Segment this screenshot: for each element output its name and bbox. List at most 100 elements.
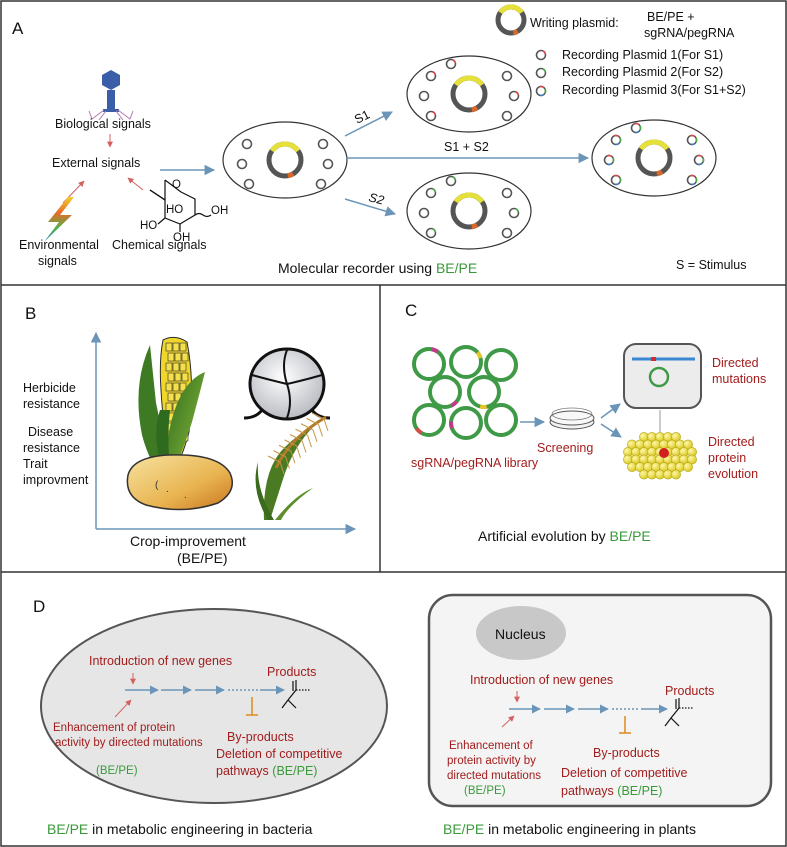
trait-label-6: improvment <box>23 473 89 487</box>
bacteria-intro-label: Introduction of new genes <box>89 654 232 668</box>
recording-plasmid <box>425 187 437 199</box>
bacteriophage-icon <box>88 70 134 121</box>
recording-plasmid <box>317 138 329 150</box>
corn-kernel <box>172 382 180 392</box>
potato-eye-3: . <box>184 490 187 501</box>
recording-mark <box>432 71 437 76</box>
recording-mark <box>691 182 696 186</box>
wheat-awn <box>312 429 318 442</box>
panel-a-letter: A <box>12 19 24 38</box>
corn-kernel <box>167 352 175 362</box>
protein-residue <box>683 439 693 450</box>
sugar-ho-label-1: HO <box>166 204 183 216</box>
s1-label: S1 <box>352 107 372 126</box>
recording-mark <box>690 134 696 138</box>
recording-mark <box>614 174 620 178</box>
wheat-awn <box>295 428 308 436</box>
recording-mark <box>697 154 703 158</box>
recording-mark <box>452 59 457 64</box>
bacteria-caption: BE/PE in metabolic engineering in bacter… <box>47 821 313 837</box>
directed-protein-label-2: protein <box>708 451 746 465</box>
wheat-awn <box>296 445 301 459</box>
recording-mark <box>542 68 547 73</box>
environmental-signals-label-1: Environmental <box>19 238 99 252</box>
potato-eye-2: . <box>166 484 169 495</box>
bacterial-cell-icon <box>623 343 702 409</box>
recording-plasmid <box>535 85 547 97</box>
corn-kernel <box>174 372 182 382</box>
plant-enh-tag: (BE/PE) <box>464 785 506 797</box>
bacterium-cell <box>40 608 388 804</box>
library-ring-mark <box>475 351 483 359</box>
plant-enh-label-2: protein activity by <box>447 755 536 767</box>
corn-kernel <box>179 342 187 352</box>
directed-mutations-label-1: Directed <box>712 356 759 370</box>
library-ring <box>428 375 462 409</box>
lightning-icon <box>44 197 74 242</box>
recording-mark <box>515 208 520 213</box>
s1s2-label: S1 + S2 <box>444 140 489 154</box>
recording-plasmid <box>508 207 520 219</box>
directed-protein-label-3: evolution <box>708 467 758 481</box>
corn-kernel <box>181 352 189 362</box>
potato-eye-1: ( <box>155 480 159 491</box>
library-ring-mark <box>485 407 492 416</box>
recording-plasmid <box>425 227 437 239</box>
recording-plasmid <box>418 207 430 219</box>
recording-plasmid-1-label: Recording Plasmid 1(For S1) <box>562 48 723 62</box>
recording-plasmid <box>315 178 327 190</box>
writing-plasmid-value-1: BE/PE + <box>647 10 695 24</box>
recording-plasmid <box>501 70 513 82</box>
wheat-icon <box>255 412 329 520</box>
nucleus-label: Nucleus <box>495 626 546 642</box>
recording-plasmid <box>418 90 430 102</box>
nucleus-shape <box>476 606 566 660</box>
wheat-awn <box>278 444 292 452</box>
corn-kernel <box>179 382 187 392</box>
sugar-oh-label-2: OH <box>173 232 190 244</box>
writing-plasmid-arc <box>269 141 301 153</box>
writing-plasmid-mark <box>471 105 479 113</box>
corn-kernel <box>179 362 187 372</box>
s2-label: S2 <box>367 190 385 207</box>
cotton-icon <box>243 347 331 421</box>
library-ring <box>449 345 483 379</box>
corn-kernel <box>165 362 173 372</box>
plasmid-legend: Writing plasmid: BE/PE + sgRNA/pegRNA Re… <box>495 4 746 97</box>
wheat-awn <box>301 440 307 453</box>
recording-plasmid-2-label: Recording Plasmid 2(For S2) <box>562 65 723 79</box>
screening-to-protein-arrow <box>600 423 622 438</box>
recording-mark <box>695 177 698 183</box>
recording-mark <box>690 174 696 178</box>
corn-kernel <box>181 372 189 382</box>
corn-kernel <box>174 352 182 362</box>
plant-products-label: Products <box>665 684 714 698</box>
bacteria-enh-tag: (BE/PE) <box>96 765 138 777</box>
recording-mark <box>615 142 620 146</box>
recording-mark <box>702 157 705 163</box>
directed-protein-label-1: Directed <box>708 435 755 449</box>
wheat-awn <box>267 455 281 463</box>
library-ring-mark <box>450 400 459 408</box>
panel-a: A Biological signals External signals En… <box>12 4 747 276</box>
bacteria-product-molecule <box>281 680 310 709</box>
recording-mark <box>432 228 437 233</box>
library-ring <box>484 348 518 382</box>
writing-plasmid-label: Writing plasmid: <box>530 16 619 30</box>
corn-icon <box>138 336 205 492</box>
recording-mark <box>432 111 437 116</box>
chem-to-external-arrow <box>127 177 144 191</box>
library-ring <box>412 347 446 381</box>
corn-kernel <box>167 392 175 402</box>
sugar-ho-label-2: HO <box>140 220 157 232</box>
trait-label-3: Disease <box>28 425 73 439</box>
bacteria-pathway: Introduction of new genes Products Enhan… <box>40 608 388 837</box>
external-signals-label: External signals <box>52 156 140 170</box>
library-ring <box>467 375 501 409</box>
recording-mark <box>691 142 696 146</box>
wheat-awn <box>285 456 290 469</box>
plant-enh-label-3: directed mutations <box>447 770 541 782</box>
library-ring <box>449 406 483 440</box>
panel-d: D Introduction of new genes Products Enh… <box>33 593 773 837</box>
